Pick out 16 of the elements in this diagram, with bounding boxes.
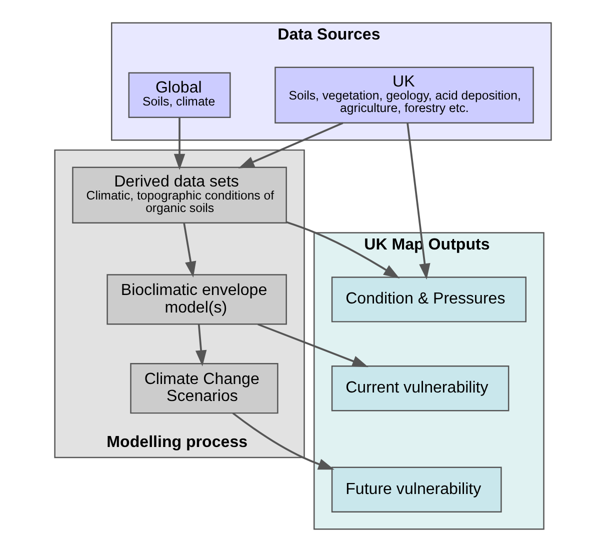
arrow: [232, 412, 334, 470]
node-box: Derived data sets Climatic, topographic conditions of organic soils: [72, 166, 287, 224]
arrow: [238, 122, 344, 168]
arrow: [174, 118, 186, 170]
node-box: Current vulnerability: [331, 366, 510, 412]
node-box: UK Soils, vegetation, geology, acid deposition, agriculture, forestry etc.: [274, 66, 534, 124]
arrow: [258, 323, 368, 368]
node-box: Condition & Pressures: [331, 276, 526, 322]
arrow: [195, 324, 207, 366]
arrow: [286, 221, 400, 278]
node-box: Climate Change Scenarios: [130, 363, 278, 414]
arrow: [183, 222, 196, 278]
node-box: Global Soils, climate: [128, 72, 231, 118]
node-box: Bioclimatic envelope model(s): [106, 274, 287, 325]
arrow: [406, 123, 430, 280]
node-box: Future vulnerability: [331, 466, 502, 512]
